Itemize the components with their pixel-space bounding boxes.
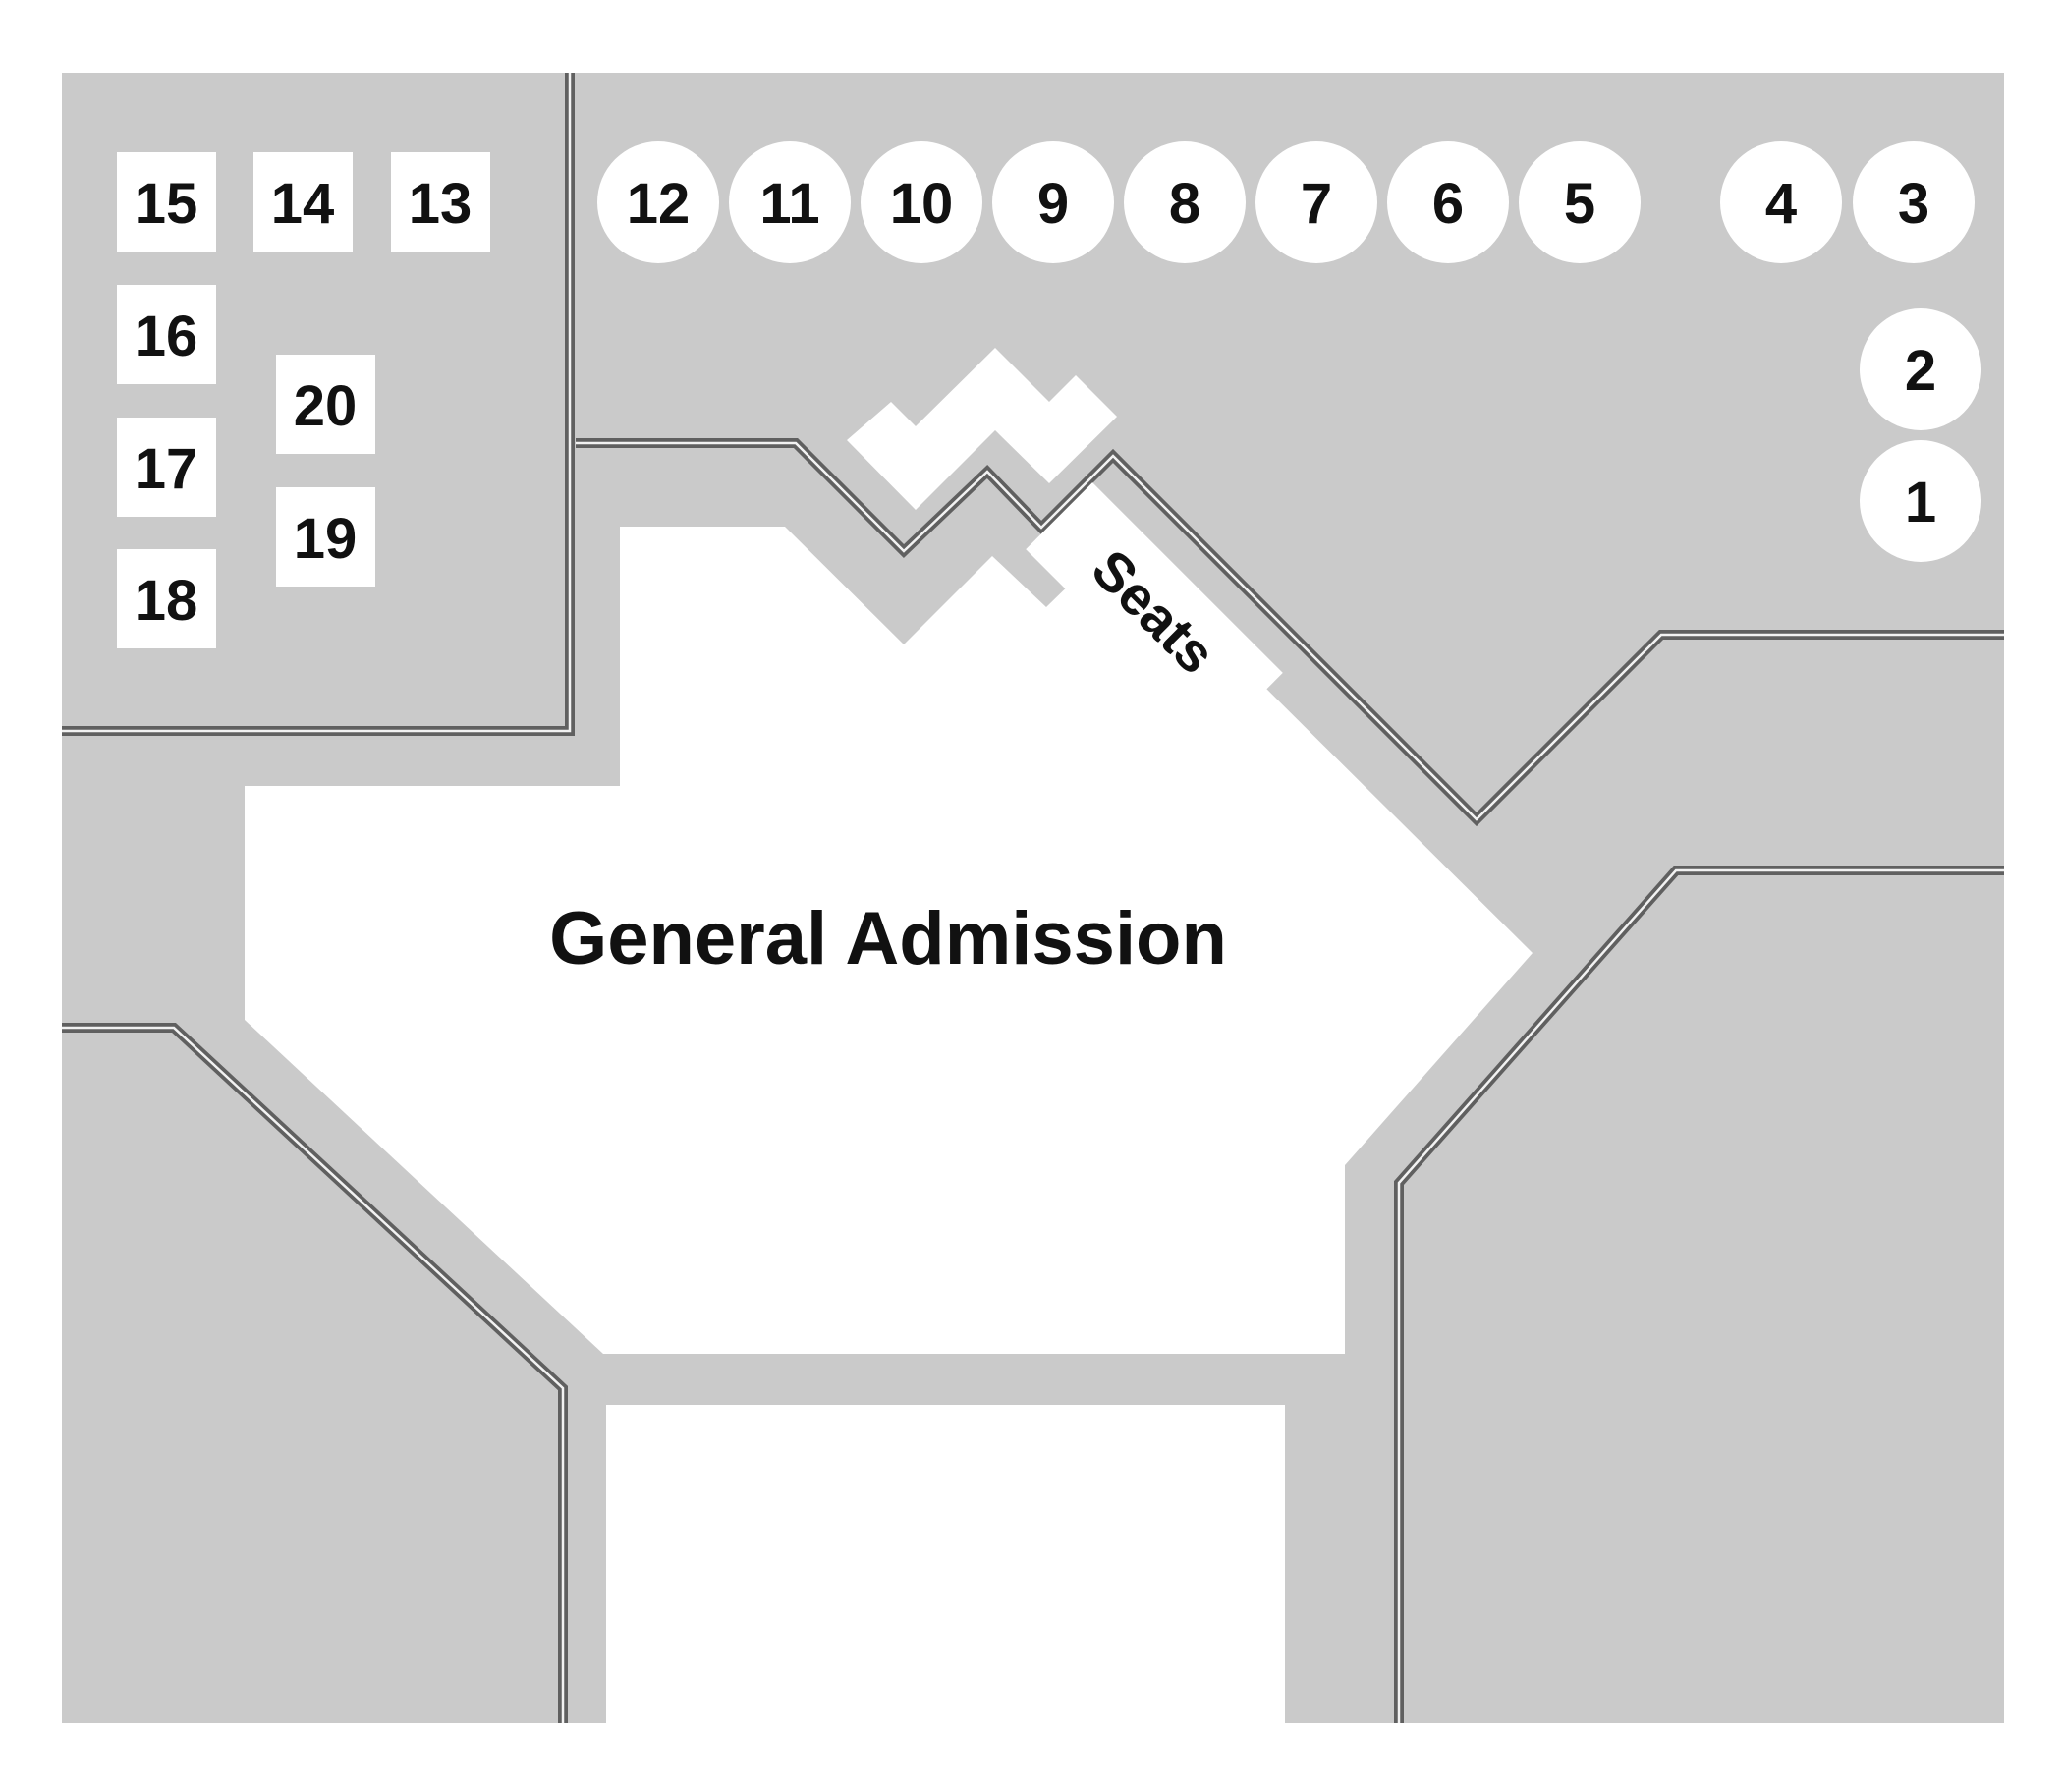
table-4-label: 4 [1765, 172, 1797, 236]
table-16-label: 16 [135, 305, 198, 368]
table-7-label: 7 [1301, 172, 1332, 236]
table-18-label: 18 [135, 569, 198, 633]
table-15-label: 15 [135, 172, 198, 236]
table-20[interactable]: 20 [276, 355, 375, 454]
table-13[interactable]: 13 [391, 152, 490, 252]
table-17[interactable]: 17 [117, 418, 216, 517]
table-9-label: 9 [1037, 172, 1069, 236]
table-18[interactable]: 18 [117, 549, 216, 648]
table-14[interactable]: 14 [253, 152, 353, 252]
barrier-rails [62, 73, 2004, 1723]
table-3[interactable]: 3 [1853, 141, 1975, 263]
stage-area [606, 1405, 1285, 1723]
table-12-label: 12 [627, 172, 691, 236]
table-5[interactable]: 5 [1519, 141, 1641, 263]
table-6-label: 6 [1432, 172, 1464, 236]
table-2[interactable]: 2 [1860, 308, 1981, 430]
table-16[interactable]: 16 [117, 285, 216, 384]
table-5-label: 5 [1564, 172, 1595, 236]
table-12[interactable]: 12 [597, 141, 719, 263]
table-13-label: 13 [409, 172, 473, 236]
square-tables: 13 14 15 16 17 18 19 20 [117, 152, 490, 648]
table-20-label: 20 [294, 374, 358, 438]
table-19-label: 19 [294, 507, 358, 571]
table-8-label: 8 [1169, 172, 1200, 236]
table-14-label: 14 [271, 172, 335, 236]
table-1-label: 1 [1905, 471, 1936, 534]
table-6[interactable]: 6 [1387, 141, 1509, 263]
table-19[interactable]: 19 [276, 487, 375, 587]
table-7[interactable]: 7 [1255, 141, 1377, 263]
table-3-label: 3 [1898, 172, 1929, 236]
table-1[interactable]: 1 [1860, 440, 1981, 562]
round-tables: 1 2 3 4 5 6 7 8 [597, 141, 1981, 562]
table-17-label: 17 [135, 437, 198, 501]
general-admission-label: General Admission [549, 897, 1227, 980]
table-15[interactable]: 15 [117, 152, 216, 252]
table-4[interactable]: 4 [1720, 141, 1842, 263]
table-9[interactable]: 9 [992, 141, 1114, 263]
table-11[interactable]: 11 [729, 141, 851, 263]
table-8[interactable]: 8 [1124, 141, 1246, 263]
zigzag-seating-block [847, 348, 1117, 510]
table-10-label: 10 [890, 172, 954, 236]
table-10[interactable]: 10 [861, 141, 982, 263]
table-2-label: 2 [1905, 339, 1936, 403]
table-11-label: 11 [759, 172, 819, 236]
